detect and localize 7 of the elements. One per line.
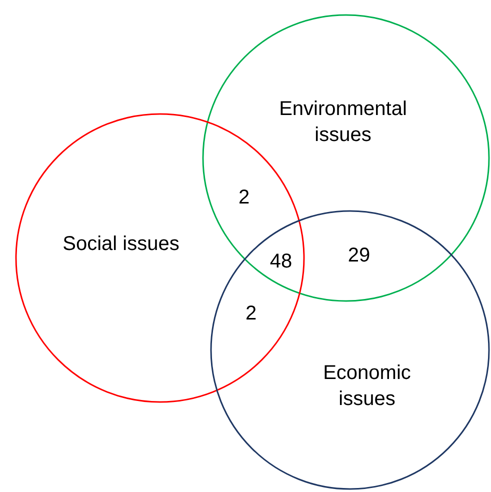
set-label: Economic issues xyxy=(322,361,412,412)
count-label: 29 xyxy=(348,244,370,268)
set-label: Environmental issues xyxy=(278,97,408,148)
count-label: 2 xyxy=(238,186,250,210)
count-label: 48 xyxy=(270,250,292,274)
set-label: Social issues xyxy=(62,232,180,257)
count-label: 2 xyxy=(245,302,257,326)
